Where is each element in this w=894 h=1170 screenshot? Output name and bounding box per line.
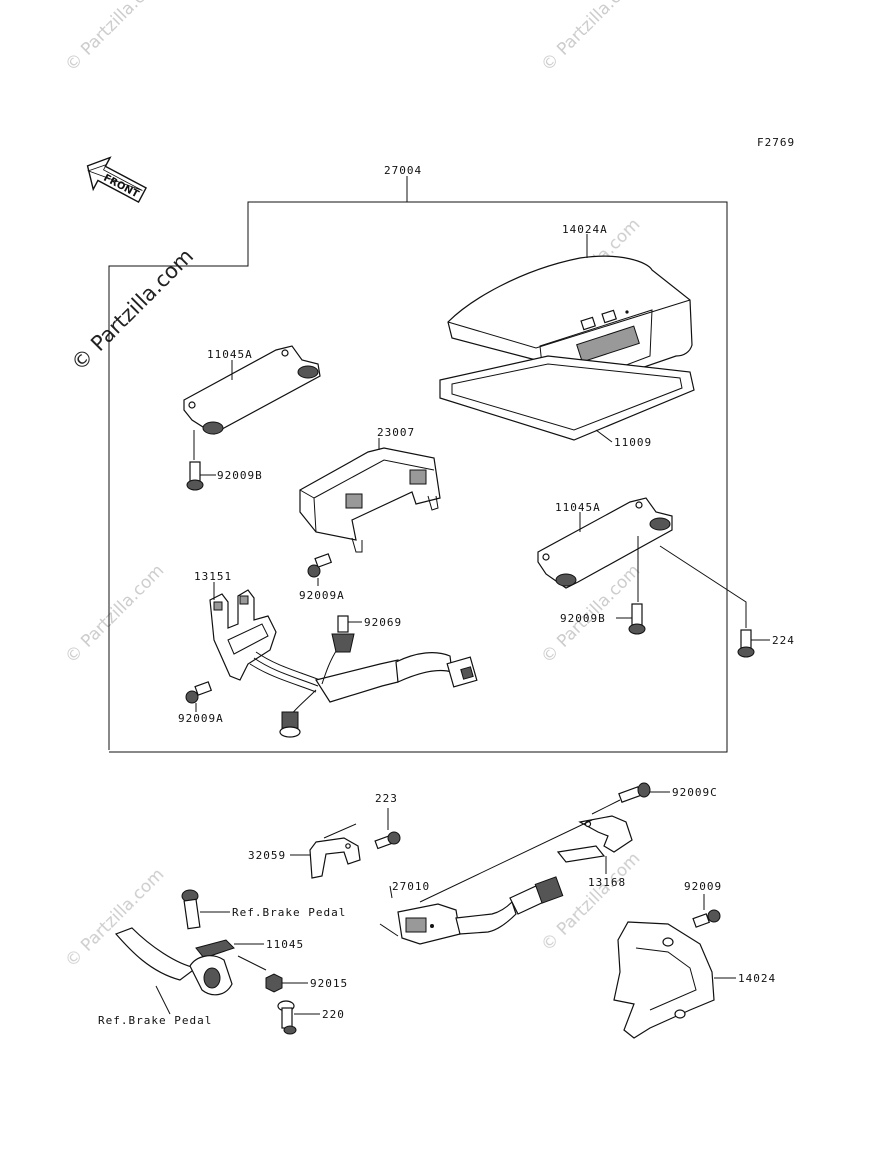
watermark-text: © Partzilla.com <box>537 0 644 76</box>
label-224: 224 <box>772 634 795 647</box>
part-11045a-bracket-right <box>537 497 673 589</box>
label-11045a-right: 11045A <box>555 501 601 514</box>
label-23007: 23007 <box>377 426 415 439</box>
part-32059-bracket <box>309 837 361 879</box>
label-14024: 14024 <box>738 972 776 985</box>
label-92009b-right: 92009B <box>560 612 606 625</box>
watermark-text: © Partzilla.com <box>61 561 168 668</box>
watermark-text: © Partzilla.com <box>61 0 168 76</box>
label-92009c: 92009C <box>672 786 718 799</box>
part-92009c-bolt <box>618 782 651 803</box>
harness-grommet <box>279 711 301 738</box>
label-92009a-housing: 92009A <box>299 589 345 602</box>
partzilla-logo-text: © Partzilla.com <box>67 244 199 376</box>
part-92015-nut <box>265 973 283 993</box>
label-27010: 27010 <box>392 880 430 893</box>
brake-pedal-arm <box>114 927 233 996</box>
front-arrow-icon: FRONT <box>86 156 147 204</box>
part-14024-cover <box>613 921 715 1039</box>
label-11009: 11009 <box>614 436 652 449</box>
label-27004: 27004 <box>384 164 422 177</box>
part-27010-switch <box>397 876 564 945</box>
part-92009a-bolt-switch <box>185 681 213 704</box>
label-92009b-left: 92009B <box>217 469 263 482</box>
label-ref-brake-pedal-1: Ref.Brake Pedal <box>232 906 346 919</box>
label-92009: 92009 <box>684 880 722 893</box>
figure-code: F2769 <box>757 136 795 149</box>
label-92009a-switch: 92009A <box>178 712 224 725</box>
wire-harness <box>249 647 478 717</box>
part-92009-bolt <box>692 909 721 928</box>
part-11045-clamp <box>195 939 235 959</box>
label-92015: 92015 <box>310 977 348 990</box>
label-92069: 92069 <box>364 616 402 629</box>
label-11045: 11045 <box>266 938 304 951</box>
part-brake-pedal-bolt <box>181 889 201 930</box>
label-220: 220 <box>322 1008 345 1021</box>
part-92009a-bolt-housing <box>307 553 333 578</box>
part-11045a-bracket-left <box>183 345 321 435</box>
part-92069-grommet <box>331 615 355 653</box>
part-223-bolt <box>374 831 401 850</box>
part-13151-switch <box>209 589 277 681</box>
part-13168-bracket <box>556 815 633 863</box>
label-14024a: 14024A <box>562 223 608 236</box>
part-14024a-cover <box>447 255 693 399</box>
label-ref-brake-pedal-2: Ref.Brake Pedal <box>98 1014 212 1027</box>
label-13168: 13168 <box>588 876 626 889</box>
part-92009b-bolt-left <box>186 461 204 491</box>
label-11045a-left: 11045A <box>207 348 253 361</box>
part-220-bolt <box>277 1000 297 1035</box>
part-224-screw <box>737 629 755 658</box>
part-23007-housing <box>299 447 441 553</box>
part-11009-gasket <box>439 355 695 441</box>
label-32059: 32059 <box>248 849 286 862</box>
label-223: 223 <box>375 792 398 805</box>
assembly-frame <box>108 201 728 753</box>
label-13151: 13151 <box>194 570 232 583</box>
part-92009b-bolt-right <box>628 603 646 635</box>
